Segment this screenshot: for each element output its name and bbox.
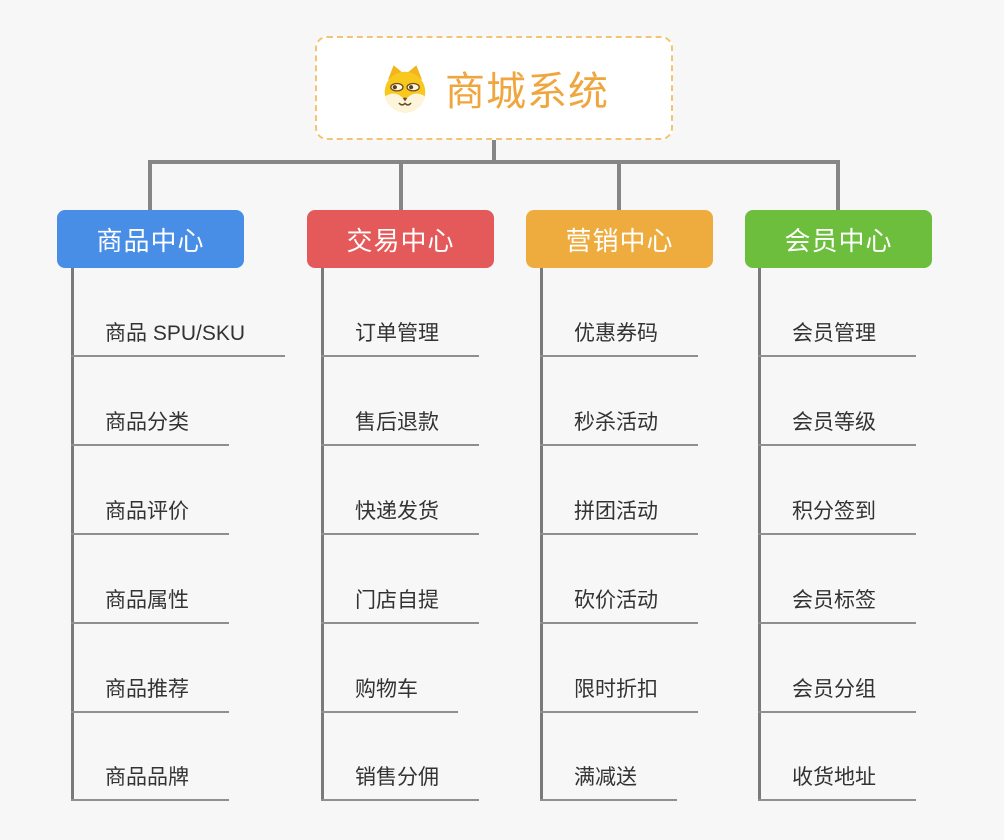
leaf-node[interactable]: 限时折扣 [540, 677, 698, 713]
branch-node-marketing[interactable]: 营销中心 [526, 210, 713, 268]
connector-drop-members [836, 160, 840, 210]
leaf-node[interactable]: 会员分组 [758, 677, 916, 713]
dog-icon [384, 65, 426, 113]
root-node[interactable]: 商城系统 [315, 36, 673, 140]
leaf-node[interactable]: 售后退款 [321, 410, 479, 446]
leaf-node[interactable]: 销售分佣 [321, 765, 479, 801]
connector-drop-trade [399, 160, 403, 210]
leaf-node[interactable]: 商品推荐 [71, 677, 229, 713]
branch-node-members[interactable]: 会员中心 [745, 210, 932, 268]
leaf-node[interactable]: 满减送 [540, 765, 677, 801]
root-title: 商城系统 [445, 70, 609, 114]
leaf-node[interactable]: 拼团活动 [540, 499, 698, 535]
leaf-node[interactable]: 会员标签 [758, 588, 916, 624]
leaf-node[interactable]: 会员等级 [758, 410, 916, 446]
leaf-node[interactable]: 砍价活动 [540, 588, 698, 624]
leaf-node[interactable]: 商品评价 [71, 499, 229, 535]
connector-root-stub [492, 140, 496, 162]
leaf-node[interactable]: 积分签到 [758, 499, 916, 535]
leaf-node[interactable]: 门店自提 [321, 588, 479, 624]
leaf-node[interactable]: 订单管理 [321, 321, 479, 357]
branch-node-products[interactable]: 商品中心 [57, 210, 244, 268]
connector-horizontal-bar [148, 160, 840, 164]
branch-node-trade[interactable]: 交易中心 [307, 210, 494, 268]
leaf-node[interactable]: 商品 SPU/SKU [71, 321, 286, 357]
leaf-node[interactable]: 快递发货 [321, 499, 479, 535]
leaf-node[interactable]: 商品属性 [71, 588, 229, 624]
leaf-node[interactable]: 会员管理 [758, 321, 916, 357]
leaf-node[interactable]: 收货地址 [758, 765, 916, 801]
leaf-node[interactable]: 商品分类 [71, 410, 229, 446]
connector-drop-products [148, 160, 152, 210]
leaf-node[interactable]: 优惠券码 [540, 321, 698, 357]
leaf-node[interactable]: 商品品牌 [71, 765, 229, 801]
leaf-node[interactable]: 秒杀活动 [540, 410, 698, 446]
connector-drop-marketing [617, 160, 621, 210]
leaf-node[interactable]: 购物车 [321, 677, 458, 713]
